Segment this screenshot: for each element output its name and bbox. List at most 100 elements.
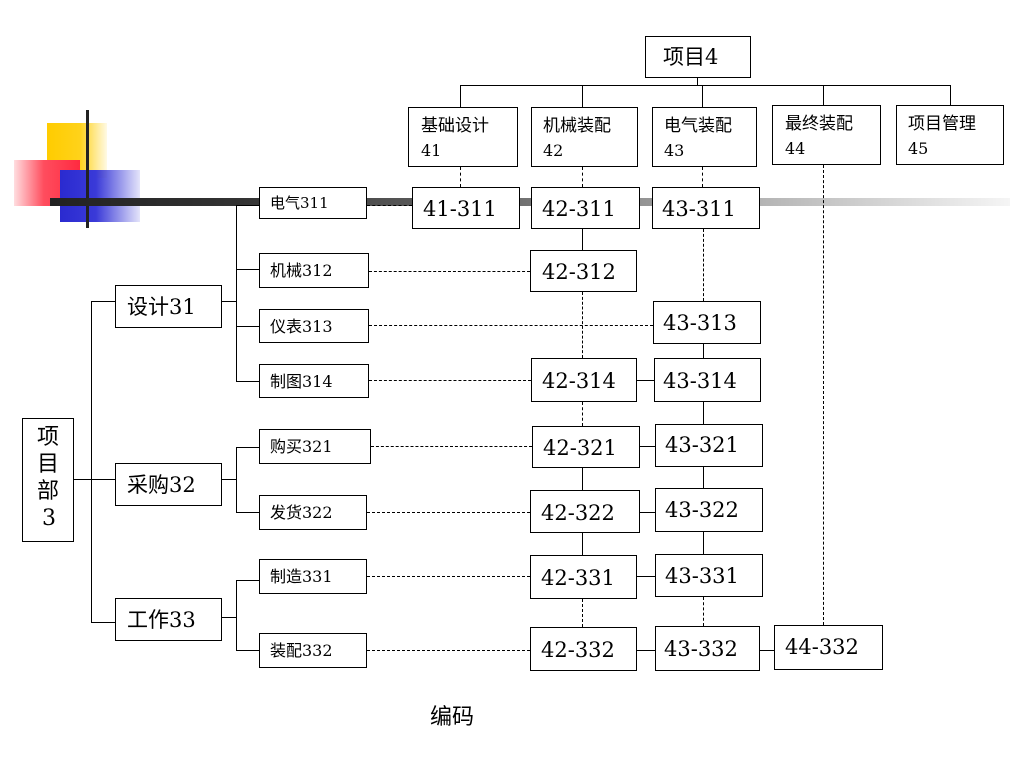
code-box-42-322: 42-322 (530, 490, 640, 533)
connector (703, 344, 704, 358)
phase-box-45: 项目管理 45 (896, 105, 1004, 165)
task-box-322: 发货322 (259, 495, 367, 530)
code-label: 42-312 (542, 260, 616, 284)
group-label: 工作33 (127, 608, 196, 632)
dashed-connector (582, 599, 583, 627)
dashed-connector (367, 650, 530, 651)
phase-name: 基础设计 (421, 116, 489, 136)
code-box-43-311: 43-311 (652, 187, 760, 229)
code-label: 43-322 (665, 498, 739, 522)
task-box-312: 机械312 (259, 253, 369, 288)
connector (582, 468, 583, 490)
project-4-box: 项目4 (645, 36, 751, 78)
connector (582, 85, 583, 107)
project-4-label: 项目4 (663, 45, 719, 69)
connector (236, 205, 237, 381)
phase-code: 42 (543, 141, 564, 160)
task-label: 装配332 (270, 641, 333, 660)
task-box-311: 电气311 (259, 187, 367, 219)
phase-code: 45 (908, 139, 929, 158)
code-label: 43-314 (663, 369, 737, 393)
phase-box-43: 电气装配 43 (652, 107, 757, 167)
department-char: 部 (37, 479, 60, 504)
connector (222, 301, 236, 302)
connector (703, 532, 704, 554)
code-label: 43-321 (665, 433, 739, 457)
connector (760, 650, 774, 651)
code-box-42-332: 42-332 (530, 627, 637, 671)
department-char: 3 (42, 506, 56, 531)
code-box-42-321: 42-321 (532, 426, 640, 468)
decorative-logo (0, 0, 1024, 240)
code-box-43-332: 43-332 (655, 626, 760, 671)
code-label: 41-311 (423, 197, 497, 221)
code-label: 43-331 (665, 564, 739, 588)
group-label: 设计31 (127, 295, 196, 319)
connector (91, 301, 92, 623)
code-box-43-321: 43-321 (655, 424, 763, 467)
connector (236, 447, 259, 448)
connector (91, 301, 115, 302)
code-box-43-313: 43-313 (653, 301, 761, 344)
connector (222, 479, 236, 480)
phase-code: 41 (421, 141, 442, 160)
blue-square (60, 170, 140, 222)
connector (703, 402, 704, 424)
department-char: 目 (37, 452, 60, 477)
code-box-43-314: 43-314 (654, 358, 761, 402)
phase-name: 项目管理 (908, 114, 976, 134)
code-label: 43-311 (662, 197, 736, 221)
caption-label: 编码 (430, 705, 475, 730)
phase-name: 最终装配 (785, 114, 853, 134)
code-box-43-322: 43-322 (655, 488, 763, 532)
connector (91, 479, 115, 480)
code-label: 42-331 (541, 566, 615, 590)
connector (222, 617, 236, 618)
group-box-33: 工作33 (115, 598, 222, 641)
connector (637, 576, 655, 577)
dashed-connector (582, 167, 583, 187)
dashed-connector (367, 205, 412, 206)
code-label: 42-311 (542, 197, 616, 221)
connector (236, 326, 259, 327)
dashed-connector (823, 165, 824, 625)
connector (582, 533, 583, 555)
connector (823, 85, 824, 107)
task-box-321: 购买321 (259, 429, 371, 464)
code-box-41-311: 41-311 (412, 187, 520, 229)
connector (703, 467, 704, 488)
code-box-42-311: 42-311 (531, 187, 640, 229)
dashed-connector (369, 380, 531, 381)
phase-box-42: 机械装配 42 (531, 107, 638, 167)
code-label: 42-332 (541, 638, 615, 662)
task-box-314: 制图314 (259, 364, 369, 398)
connector (74, 479, 91, 480)
group-label: 采购32 (127, 473, 196, 497)
connector (640, 446, 655, 447)
phase-name: 电气装配 (664, 116, 732, 136)
code-label: 42-321 (543, 436, 617, 460)
task-label: 机械312 (270, 261, 333, 280)
department-3-box: 项 目 部 3 (22, 418, 74, 542)
code-label: 43-332 (664, 637, 738, 661)
phase-code: 44 (785, 139, 806, 158)
dashed-connector (369, 271, 530, 272)
connector (91, 622, 115, 623)
connector (697, 78, 698, 85)
group-box-31: 设计31 (115, 285, 222, 328)
task-label: 电气311 (270, 194, 329, 212)
dashed-connector (460, 167, 461, 187)
connector (950, 85, 951, 107)
task-label: 仪表313 (270, 317, 333, 336)
department-char: 项 (37, 425, 60, 450)
connector (582, 229, 583, 250)
phase-name: 机械装配 (543, 116, 611, 136)
connector (236, 650, 259, 651)
connector (460, 85, 461, 107)
task-label: 制造331 (270, 567, 333, 586)
task-box-331: 制造331 (259, 559, 367, 594)
dashed-connector (703, 597, 704, 626)
phase-code: 43 (664, 141, 685, 160)
connector (702, 85, 703, 107)
connector (236, 512, 259, 513)
